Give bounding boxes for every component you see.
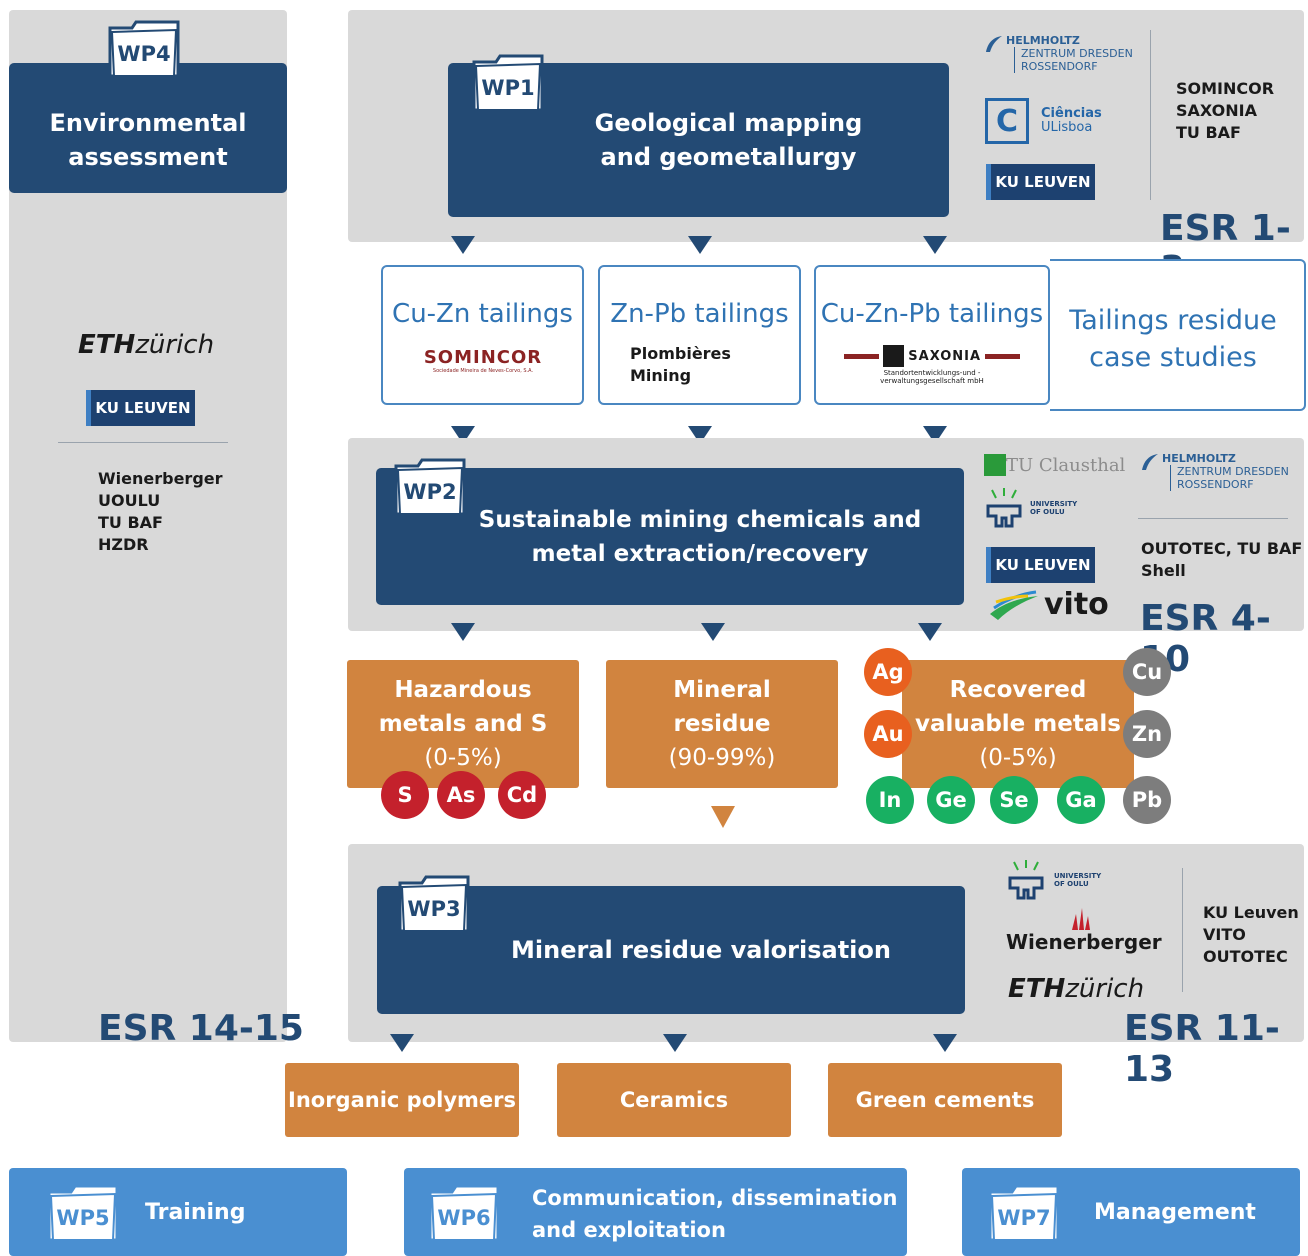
product-green-cements: Green cements — [828, 1063, 1062, 1137]
plombieres-logo: Plombières Mining — [630, 344, 731, 385]
wp4-divider — [58, 442, 228, 443]
arrow-down — [451, 236, 475, 254]
wp4-label: WP4 — [117, 42, 171, 66]
wp2-partners: OUTOTEC, TU BAF Shell — [1141, 539, 1303, 580]
wp3-divider — [1182, 868, 1183, 992]
wp7-bar: WP7 Management — [962, 1168, 1300, 1256]
wp4-header: Environmental assessment — [9, 63, 287, 193]
arrow-down — [688, 236, 712, 254]
tailings-card-cuzn: Cu-Zn tailings SOMINCOR Sociedade Mineir… — [381, 265, 584, 405]
hazardous-box: Hazardous metals and S (0-5%) — [347, 660, 579, 788]
vito-logo: vito — [988, 584, 1109, 624]
arrow-down — [663, 1034, 687, 1052]
element-in: In — [866, 776, 914, 824]
mineral-residue-box: Mineral residue (90-99%) — [606, 660, 838, 788]
kuleuven-logo-wp2: KU LEUVEN — [986, 547, 1095, 583]
wp3-title: Mineral residue valorisation — [511, 936, 891, 964]
wp4-esr: ESR 14-15 — [98, 1008, 304, 1049]
eth-logo-wp3: ETHzürich — [1008, 974, 1145, 1004]
wp2-divider — [1138, 518, 1288, 519]
kuleuven-logo: KU LEUVEN — [86, 390, 195, 426]
arrow-down — [701, 623, 725, 641]
tailings-card-znpb: Zn-Pb tailings Plombières Mining — [598, 265, 801, 405]
wp4-folder-icon: WP4 — [108, 18, 180, 80]
wp1-divider — [1150, 30, 1151, 200]
wp5-folder-icon: WP5 — [47, 1182, 119, 1244]
arrow-down-orange — [711, 806, 735, 828]
wp2-header: Sustainable mining chemicals and metal e… — [376, 468, 964, 605]
wp3-header: Mineral residue valorisation — [377, 886, 965, 1014]
wp3-partners: KU Leuven VITO OUTOTEC — [1203, 903, 1299, 966]
wp1-title: Geological mapping and geometallurgy — [594, 109, 863, 171]
recovered-metals-box: Recovered valuable metals (0-5%) — [902, 660, 1134, 788]
tailings-title: Zn-Pb tailings — [610, 299, 789, 329]
wp1-esr: ESR 1-3 — [1160, 208, 1291, 290]
arrow-down — [923, 236, 947, 254]
wp7-label: WP7 — [997, 1206, 1051, 1230]
arrow-down — [933, 1034, 957, 1052]
wp6-folder-icon: WP6 — [428, 1182, 500, 1244]
element-cd: Cd — [498, 771, 546, 819]
product-inorganic-polymers: Inorganic polymers — [285, 1063, 519, 1137]
eth-logo: ETHzürich — [78, 330, 215, 360]
element-ge: Ge — [927, 776, 975, 824]
element-ag: Ag — [864, 648, 912, 696]
wp2-label: WP2 — [403, 480, 457, 504]
tailings-heading: Tailings residue case studies — [1069, 305, 1277, 373]
wp5-label: WP5 — [56, 1206, 110, 1230]
tailings-panel — [1050, 259, 1306, 411]
wp4-title: Environmental assessment — [49, 109, 247, 171]
wp5-title: Training — [145, 1200, 246, 1225]
wp2-title: Sustainable mining chemicals and metal e… — [478, 506, 922, 567]
wp6-title: Communication, dissemination and exploit… — [532, 1186, 898, 1242]
element-au: Au — [864, 710, 912, 758]
element-as: As — [437, 771, 485, 819]
wp1-partners: SOMINCOR SAXONIA TU BAF — [1176, 79, 1275, 142]
wp1-folder-icon: WP1 — [472, 52, 544, 114]
element-s: S — [381, 771, 429, 819]
product-ceramics: Ceramics — [557, 1063, 791, 1137]
arrow-down — [451, 623, 475, 641]
wienerberger-logo: Wienerberger — [1006, 906, 1162, 954]
kuleuven-logo-wp1: KU LEUVEN — [986, 164, 1095, 200]
wp4-partners: Wienerberger UOULU TU BAF HZDR — [98, 469, 223, 554]
element-ga: Ga — [1057, 776, 1105, 824]
wp1-label: WP1 — [481, 76, 535, 100]
element-zn: Zn — [1123, 710, 1171, 758]
somincor-logo: SOMINCOR Sociedade Mineira de Neves-Corv… — [423, 347, 543, 374]
wp2-folder-icon: WP2 — [394, 456, 466, 518]
wp7-folder-icon: WP7 — [988, 1182, 1060, 1244]
wp3-esr: ESR 11-13 — [1124, 1008, 1280, 1090]
element-pb: Pb — [1123, 776, 1171, 824]
tuclausthal-logo: TU Clausthal — [984, 454, 1125, 476]
wp3-label: WP3 — [407, 897, 461, 921]
element-se: Se — [990, 776, 1038, 824]
wp6-label: WP6 — [437, 1206, 491, 1230]
tailings-title: Cu-Zn tailings — [392, 299, 573, 329]
wp7-title: Management — [1094, 1200, 1256, 1225]
wp6-bar: WP6 Communication, dissemination and exp… — [404, 1168, 907, 1256]
saxonia-logo: SAXONIA Standortentwicklungs-und -verwal… — [844, 345, 1020, 385]
tailings-card-cuznpb: Cu-Zn-Pb tailings SAXONIA Standortentwic… — [814, 265, 1050, 405]
tailings-title: Cu-Zn-Pb tailings — [820, 299, 1044, 329]
arrow-down — [918, 623, 942, 641]
wp5-bar: WP5 Training — [9, 1168, 347, 1256]
element-cu: Cu — [1123, 648, 1171, 696]
arrow-down — [390, 1034, 414, 1052]
wp3-folder-icon: WP3 — [398, 873, 470, 935]
